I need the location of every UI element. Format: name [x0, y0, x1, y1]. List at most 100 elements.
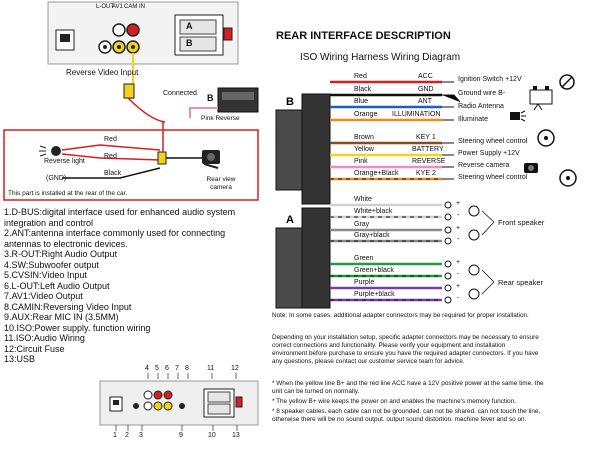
b-wire-name-orange: Orange — [354, 111, 378, 118]
harness-letter-b: B — [186, 38, 193, 48]
b-wire-function-reverse: REVERSE — [412, 158, 446, 165]
panel-title: REAR INTERFACE DESCRIPTION — [276, 30, 451, 42]
speaker-icons — [468, 205, 480, 300]
list-item: 10.ISO:Power supply. function wiring — [4, 322, 151, 333]
list-item: 13:USB — [4, 354, 36, 364]
ignition-key-icon — [559, 74, 575, 90]
minus-mark: - — [457, 212, 460, 219]
footnote-line: * 8 speaker cables. each cable can not b… — [272, 408, 541, 415]
back-number-5: 5 — [155, 365, 159, 372]
steering-wheel-icon — [537, 129, 555, 147]
back-number-6: 6 — [165, 365, 169, 372]
paragraph-line: environment before purchase to ensure yo… — [272, 350, 539, 357]
connector-b-letter: B — [286, 96, 294, 108]
iso-harness-graphic — [275, 74, 577, 309]
list-item: 6.L-OUT:Left Audio Output — [4, 280, 110, 291]
back-number-11: 11 — [207, 365, 215, 372]
a-wire-name-white-black: White+black — [354, 208, 393, 215]
footnote-line: otherwise there will be no sound output.… — [272, 416, 527, 423]
wire-red-label-1: Red — [104, 136, 117, 143]
wire-red-label-2: Red — [104, 153, 117, 160]
b-wire-device-steering: Steering wheel control — [458, 138, 528, 145]
list-item: antennas to electronic devices. — [4, 238, 128, 249]
minus-mark: - — [457, 271, 460, 278]
back-number-3: 3 — [139, 432, 143, 439]
list-item: 8.CAMIN:Reversing Video Input — [4, 301, 132, 312]
connected-label: Connected — [163, 90, 197, 97]
panel-subtitle: ISO Wiring Harness Wiring Diagram — [300, 52, 461, 63]
back-number-13: 13 — [232, 432, 240, 439]
reverse-video-input-label: Reverse Video Input — [66, 68, 139, 77]
b-wire-name-pink: Pink — [354, 158, 368, 165]
list-item: 11.ISO:Audio Wiring — [4, 333, 85, 343]
harness-letter-a: A — [186, 21, 193, 31]
back-number-2: 2 — [125, 432, 129, 439]
interface-list-panel: 1.D-BUS:digital interface used for enhan… — [0, 203, 262, 450]
b-wire-function-illumination: ILLUMINATION — [392, 111, 441, 118]
b-wire-name-blue: Blue — [354, 98, 369, 105]
b-wire-device-ignition: Ignition Switch +12V — [458, 76, 522, 83]
b-wire-device-antenna: Radio Antenna — [458, 103, 504, 110]
back-number-4: 4 — [145, 365, 149, 372]
connector-b-shape — [275, 109, 303, 191]
list-item: 2.ANT:antenna interface commonly used fo… — [4, 228, 226, 238]
speaker-terminals — [444, 201, 452, 304]
rear-interface-panel: REAR INTERFACE DESCRIPTION ISO Wiring Ha… — [262, 0, 600, 450]
illumination-icon — [510, 112, 520, 120]
terminal-label-lout: L-OUT — [96, 4, 114, 10]
plus-mark: + — [456, 200, 461, 207]
a-wire-name-purple: Purple — [354, 279, 375, 286]
plus-mark: + — [456, 259, 461, 266]
back-number-10: 10 — [208, 432, 216, 439]
reverse-camera-wiring-graphic — [3, 1, 259, 201]
list-item: 5.CVSIN:Video Input — [4, 270, 87, 280]
gnd-label: (GND) — [46, 175, 67, 182]
a-wire-name-purple-black: Purple+black — [354, 291, 395, 298]
list-item: 12:Circuit Fuse — [4, 343, 65, 354]
b-wire-name-yellow: Yellow — [354, 146, 374, 153]
b-wire-device-steering-2: Steering wheel control — [458, 174, 528, 181]
back-panel-graphic — [99, 373, 259, 431]
b-wire-name-black: Black — [354, 86, 372, 93]
list-item: 9.AUX:Rear MIC IN (3.5MM) — [4, 312, 119, 322]
b-wire-function-kye2: KYE 2 — [416, 170, 436, 177]
b-wire-function-battery: BATTERY — [412, 146, 444, 153]
b-wire-device-illuminate: Illuminate — [458, 116, 488, 123]
b-wire-name-brown: Brown — [354, 134, 374, 141]
reverse-light-label: Reverse light — [44, 158, 85, 165]
back-number-1: 1 — [113, 432, 117, 439]
reverse-camera-wiring-panel: L-OUT AV1 CAM IN A B Reverse Video Input… — [0, 0, 262, 205]
footnote-line: * The yellow B+ wire keeps the power on … — [272, 398, 516, 405]
connector-a-shape — [275, 227, 303, 309]
a-wire-name-white: White — [354, 196, 372, 203]
a-wire-name-green-black: Green+black — [354, 267, 394, 274]
b-wire-name-orange-black: Orange+Black — [354, 170, 399, 177]
rear-view-camera-label: Rear view camera — [206, 176, 236, 191]
pink-reverse-label: Pink Reverse — [201, 115, 240, 122]
list-item: integration and control — [4, 217, 94, 228]
b-wire-device-reverse-camera: Reverse camera — [458, 162, 510, 169]
footnote-line: * When the yellow line B+ and the red li… — [272, 380, 544, 387]
b-wire-device-power: Power Supply +12V — [458, 150, 520, 157]
back-number-12: 12 — [231, 365, 239, 372]
paragraph-line: correct connections and functionality. P… — [272, 342, 506, 349]
back-number-8: 8 — [185, 365, 189, 372]
b-wire-function-key1: KEY 1 — [416, 134, 436, 141]
battery-icon — [529, 89, 553, 105]
b-wire-device-ground: Ground wire B- — [458, 90, 506, 97]
list-item: 4.SW:Subwoofer output — [4, 259, 99, 270]
note-cases: Note: In some cases. additional adapter … — [272, 312, 529, 319]
b-wire-function-acc: ACC — [418, 73, 433, 80]
wire-black-label: Black — [104, 170, 122, 177]
list-item: 3.R-OUT:Right Audio Output — [4, 249, 118, 259]
terminal-label-camin: CAM IN — [124, 4, 145, 10]
rear-install-note: This part is installed at the rear of th… — [8, 190, 128, 197]
reverse-light-icon — [51, 146, 61, 156]
a-wire-name-green: Green — [354, 255, 374, 262]
front-speaker-label: Front speaker — [498, 218, 545, 227]
rear-install-box — [3, 129, 259, 201]
minus-mark: - — [457, 295, 460, 302]
b-wire-function-ant: ANT — [418, 98, 432, 105]
rear-speaker-label: Rear speaker — [498, 278, 544, 287]
b-wire-function-gnd: GND — [418, 86, 434, 93]
